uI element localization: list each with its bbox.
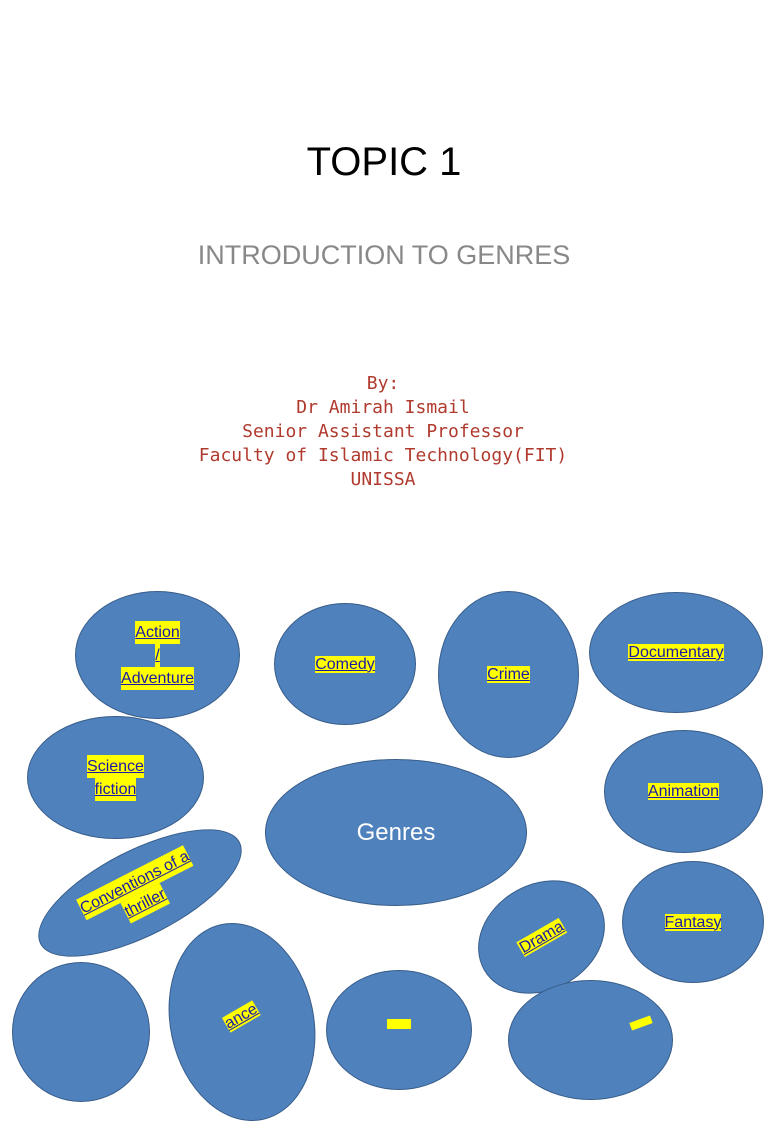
genre-label-comedy[interactable]: Comedy: [315, 655, 375, 673]
genre-label-hidden-highlight: [387, 1019, 411, 1029]
genre-label-drama[interactable]: Drama: [516, 917, 567, 957]
genre-label-romance-partial[interactable]: ance: [221, 1000, 261, 1033]
author-faculty: Faculty of Islamic Technology(FIT): [198, 445, 568, 466]
genre-label-hidden-highlight-right: [628, 1015, 653, 1031]
genre-label-documentary[interactable]: Documentary: [628, 644, 724, 661]
genre-label-action-slash[interactable]: /: [155, 643, 160, 667]
slide-title: TOPIC 1: [306, 140, 462, 184]
author-name: Dr Amirah Ismail: [296, 397, 470, 418]
genre-bubble-romance: ance: [150, 909, 334, 1135]
genre-bubble-bottom-center: [326, 970, 472, 1090]
genre-label-science[interactable]: Science: [87, 754, 144, 778]
genres-center-label: Genres: [356, 819, 436, 846]
genre-bubble-crime: Crime: [438, 591, 579, 758]
genre-bubble-documentary: Documentary: [589, 592, 763, 713]
genre-label-crime[interactable]: Crime: [487, 666, 530, 683]
author-position: Senior Assistant Professor: [242, 421, 524, 442]
genre-bubble-bottom-left: [12, 962, 150, 1102]
genre-bubble-animation: Animation: [604, 730, 763, 853]
author-block: By: Dr Amirah Ismail Senior Assistant Pr…: [0, 372, 766, 492]
genre-bubble-science-fiction: Science fiction: [27, 716, 204, 839]
author-institution: UNISSA: [350, 469, 416, 490]
genre-label-fantasy[interactable]: Fantasy: [664, 913, 722, 931]
genre-label-action[interactable]: Action: [135, 620, 180, 644]
genre-bubble-fantasy: Fantasy: [622, 861, 764, 983]
genre-label-adventure[interactable]: Adventure: [121, 666, 194, 690]
genre-bubble-bottom-right: [508, 980, 673, 1100]
genre-bubble-action: Action / Adventure: [75, 591, 240, 719]
genre-label-animation[interactable]: Animation: [647, 783, 720, 800]
genre-bubble-comedy: Comedy: [274, 603, 416, 725]
genres-center-bubble: Genres: [265, 759, 527, 906]
author-by: By:: [366, 373, 400, 394]
slide-subtitle: INTRODUCTION TO GENRES: [197, 240, 571, 270]
genre-label-fiction[interactable]: fiction: [94, 777, 137, 801]
